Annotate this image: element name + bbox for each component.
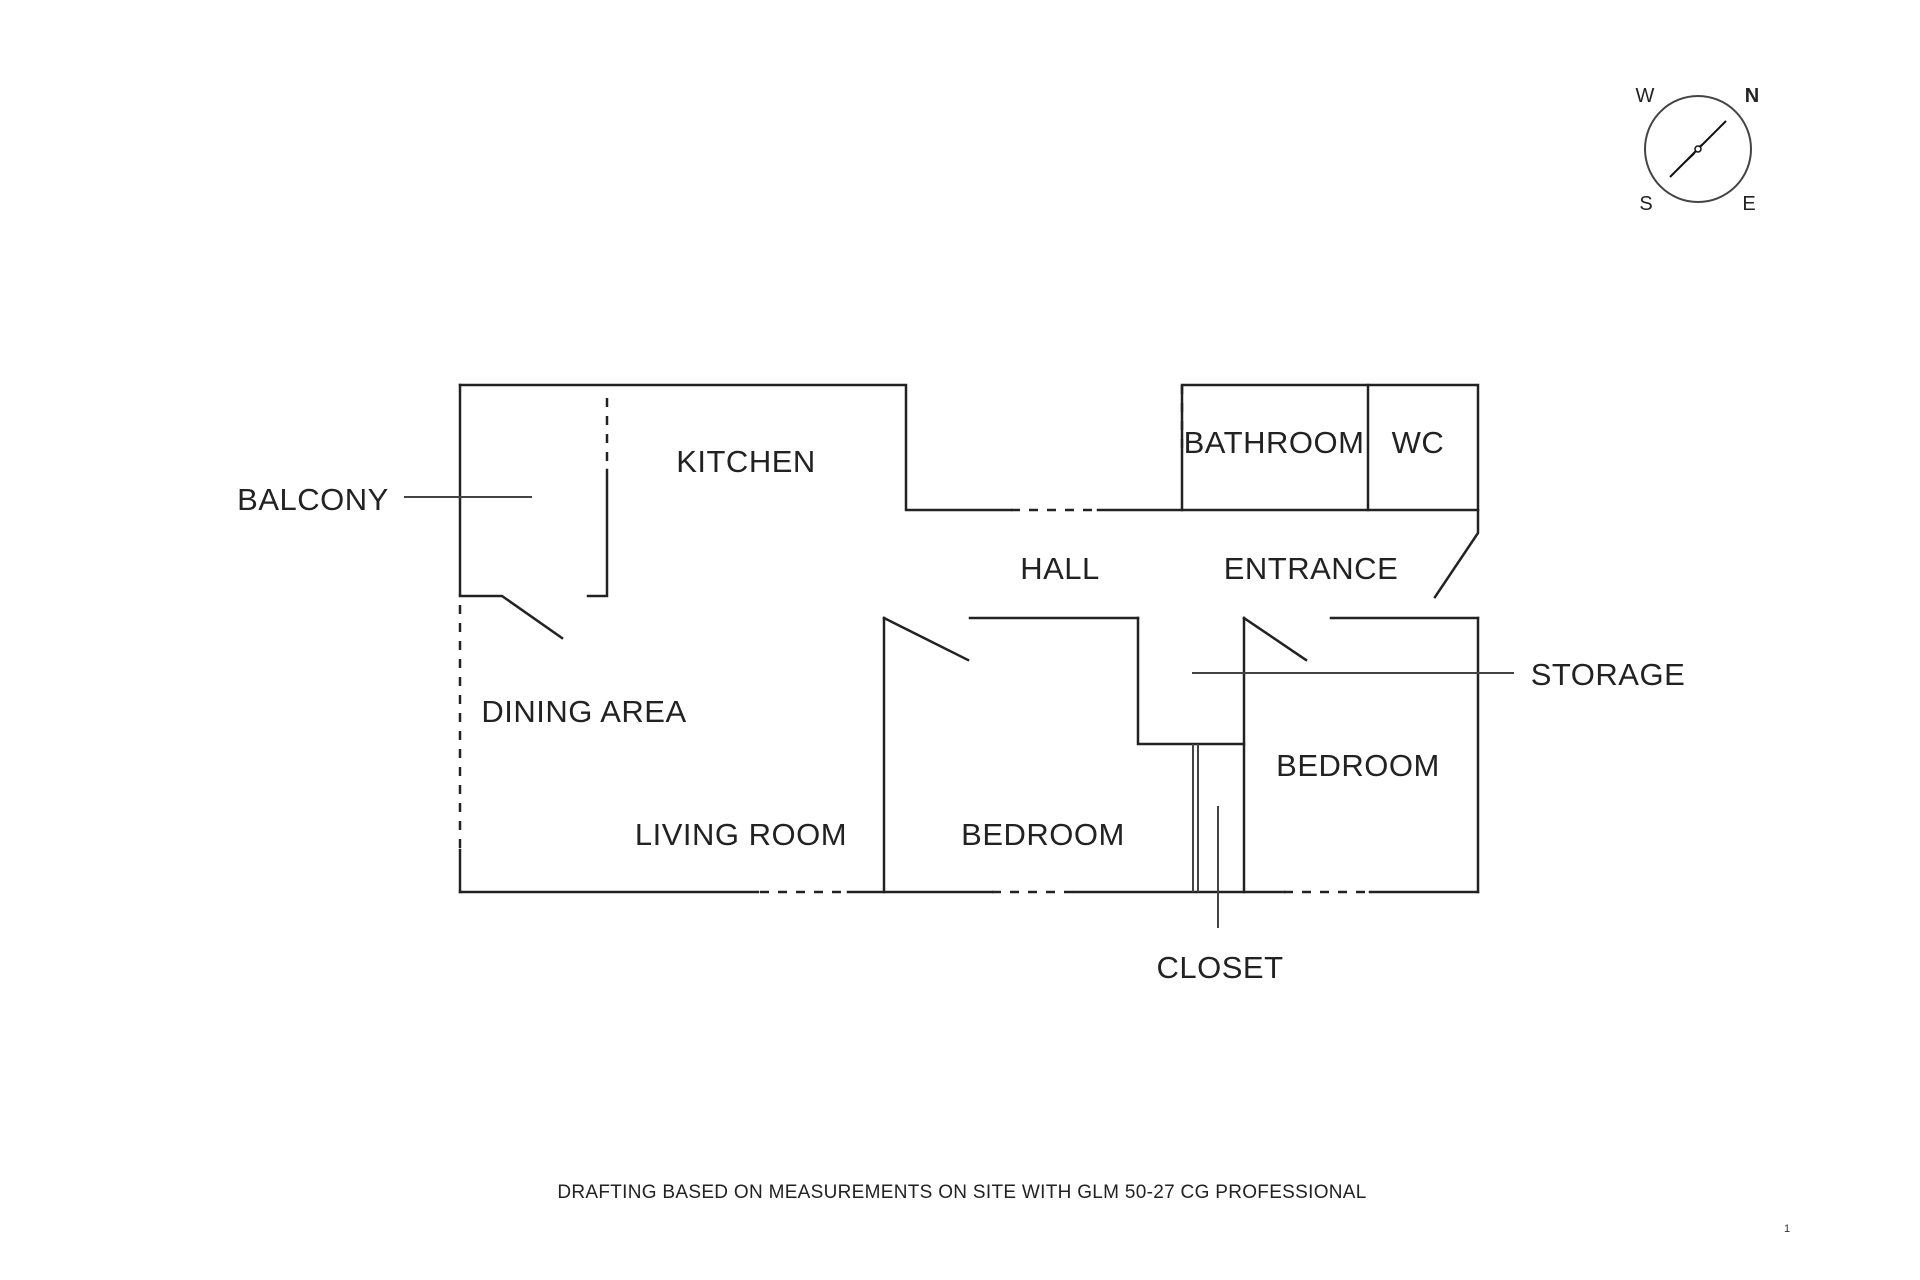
label-storage: STORAGE <box>1531 657 1686 692</box>
compass-south-label: S <box>1639 193 1652 215</box>
label-closet: CLOSET <box>1156 950 1283 985</box>
label-balcony: BALCONY <box>237 482 389 517</box>
label-living-room: LIVING ROOM <box>635 817 847 852</box>
wall-kitchen-top <box>458 383 1013 512</box>
label-wc: WC <box>1392 425 1445 460</box>
leader-lines <box>404 496 1514 928</box>
label-hall: HALL <box>1020 551 1100 586</box>
compass-icon: W N S E <box>1636 85 1760 215</box>
kitchen-partition <box>586 468 609 598</box>
door-bedroom-south <box>882 616 970 662</box>
label-bedroom-south: BEDROOM <box>961 817 1125 852</box>
walls <box>458 383 1480 894</box>
label-kitchen: KITCHEN <box>676 444 816 479</box>
label-bathroom: BATHROOM <box>1184 425 1365 460</box>
compass-west-label: W <box>1636 85 1655 107</box>
room-labels: KITCHEN BATHROOM WC BALCONY HALL ENTRANC… <box>237 425 1685 985</box>
door-balcony <box>458 594 564 640</box>
compass-north-label: N <box>1745 85 1759 107</box>
door-entrance <box>1433 508 1480 599</box>
label-entrance: ENTRANCE <box>1224 551 1399 586</box>
door-bedroom-east <box>1242 616 1308 662</box>
footer-note: DRAFTING BASED ON MEASUREMENTS ON SITE W… <box>557 1182 1366 1203</box>
wall-storage <box>1136 616 1246 746</box>
label-dining-area: DINING AREA <box>481 694 686 729</box>
page-number: 1 <box>1784 1223 1790 1235</box>
compass-east-label: E <box>1742 193 1755 215</box>
label-bedroom-east: BEDROOM <box>1276 748 1440 783</box>
